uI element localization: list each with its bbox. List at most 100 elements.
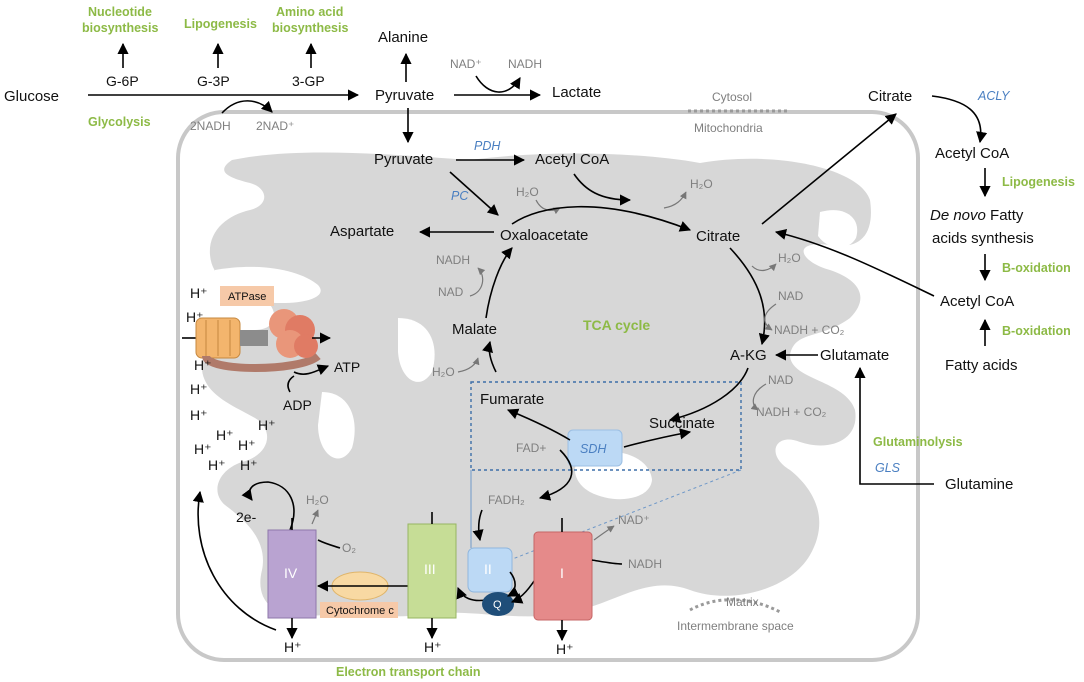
de-novo-fatty-acids: De novo Fatty (930, 207, 1024, 224)
nadh-lactate: NADH (508, 57, 542, 71)
h-plus-free-6: H⁺ (238, 437, 256, 453)
h-plus-free-5: H⁺ (216, 427, 234, 443)
two-electrons: 2e- (236, 509, 257, 525)
glucose: Glucose (4, 88, 59, 105)
lipogenesis-lipid-label: Lipogenesis (1002, 175, 1075, 189)
sdh-enzyme: SDH (580, 442, 607, 456)
gls-enzyme: GLS (875, 461, 901, 475)
3gp: 3-GP (292, 73, 325, 89)
nucleotide-biosynthesis-label-2: biosynthesis (82, 21, 158, 35)
h-plus-free-3: H⁺ (190, 407, 208, 423)
amino-acid-biosynthesis-label-2: biosynthesis (272, 21, 348, 35)
acetyl-coa-cytosol-1: Acetyl CoA (935, 145, 1009, 162)
etc-label: Electron transport chain (336, 665, 480, 679)
h-plus-complex-iv: H⁺ (284, 639, 302, 655)
h2o-aconitase: H₂O (778, 251, 801, 265)
2nad-plus-label: 2NAD⁺ (256, 119, 294, 133)
cytochrome-c-label: Cytochrome c (326, 605, 394, 617)
h-plus-atpase-top: H⁺ (190, 285, 208, 301)
h-plus-free-4: H⁺ (258, 417, 276, 433)
matrix-boundary-dots (689, 598, 781, 614)
atp-synthase (195, 309, 321, 372)
h2o-etc: H₂O (306, 493, 329, 507)
oxaloacetate: Oxaloacetate (500, 227, 588, 244)
h2o-acetyl: H₂O (516, 185, 539, 199)
cytochrome-c-label-box (320, 602, 398, 618)
citrate-cytosol: Citrate (868, 88, 912, 105)
atpase-label-box (220, 286, 274, 306)
nadh-etc: NADH (628, 557, 662, 571)
complex-iii-label: III (424, 561, 436, 577)
nucleotide-biosynthesis-label: Nucleotide (88, 5, 152, 19)
de-novo-fatty-acids-2: acids synthesis (932, 230, 1034, 247)
h-plus-free-8: H⁺ (208, 457, 226, 473)
complex-ii (467, 547, 513, 593)
complex-i-label: I (560, 565, 564, 581)
crista-inlet-5 (818, 210, 858, 248)
citrate-mito: Citrate (696, 228, 740, 245)
atp: ATP (334, 359, 360, 375)
nad-mdh: NAD (438, 285, 464, 299)
sdh-zoom-box (470, 381, 742, 471)
crista-inlet-3 (318, 392, 355, 459)
cytosol-label: Cytosol (712, 90, 752, 104)
lactate: Lactate (552, 84, 601, 101)
glycolysis-label: Glycolysis (88, 115, 151, 129)
b-oxidation-2: B-oxidation (1002, 324, 1071, 338)
nad-plus-etc: NAD⁺ (618, 513, 650, 527)
mitochondria-outer-membrane (176, 110, 920, 662)
pyruvate-cytosol: Pyruvate (375, 87, 434, 104)
nadh-co2-akgdh: NADH + CO₂ (756, 405, 827, 419)
complex-iv-label: IV (284, 565, 298, 581)
intermembrane-label: Intermembrane space (677, 619, 794, 633)
h2o-citrate: H₂O (690, 177, 713, 191)
sdh-box (567, 429, 623, 467)
acetyl-coa-cytosol-2: Acetyl CoA (940, 293, 1014, 310)
alanine: Alanine (378, 29, 428, 46)
succinate: Succinate (649, 415, 715, 432)
g6p: G-6P (106, 73, 139, 89)
h-plus-free-1: H⁺ (194, 357, 212, 373)
acly-enzyme: ACLY (977, 89, 1011, 103)
fumarate: Fumarate (480, 391, 544, 408)
h-plus-free-7: H⁺ (194, 441, 212, 457)
lipogenesis-glyco-label: Lipogenesis (184, 17, 257, 31)
h-plus-free-9: H⁺ (240, 457, 258, 473)
h-plus-free-2: H⁺ (190, 381, 208, 397)
o2-etc: O₂ (342, 541, 356, 555)
atpase-label: ATPase (228, 291, 266, 303)
h-plus-complex-iii: H⁺ (424, 639, 442, 655)
fatty-acids: Fatty acids (945, 357, 1018, 374)
nad-plus-lactate: NAD⁺ (450, 57, 482, 71)
pc-enzyme: PC (451, 189, 469, 203)
fadh2: FADH₂ (488, 493, 525, 507)
pyruvate-mito: Pyruvate (374, 151, 433, 168)
mitochondria-label: Mitochondria (694, 121, 763, 135)
akg: A-KG (730, 347, 767, 364)
tca-cycle-label: TCA cycle (583, 317, 650, 333)
h2o-fumarase: H₂O (432, 365, 455, 379)
glutaminolysis-label: Glutaminolysis (873, 435, 963, 449)
nad-akgdh: NAD (768, 373, 794, 387)
glutamine: Glutamine (945, 476, 1013, 493)
g3p: G-3P (197, 73, 230, 89)
complex-ii-label: II (484, 561, 492, 577)
fad-plus: FAD+ (516, 441, 546, 455)
b-oxidation-1: B-oxidation (1002, 261, 1071, 275)
complex-iv (267, 529, 317, 619)
malate: Malate (452, 321, 497, 338)
acetyl-coa-mito: Acetyl CoA (535, 151, 609, 168)
aspartate: Aspartate (330, 223, 394, 240)
nad-idh: NAD (778, 289, 804, 303)
h-plus-complex-i: H⁺ (556, 641, 574, 657)
quinone (482, 592, 514, 616)
matrix-label: Matrix (726, 595, 759, 609)
complex-i (533, 531, 593, 621)
2nadh-label: 2NADH (190, 119, 231, 133)
glutamate: Glutamate (820, 347, 889, 364)
crista-inlet-2 (398, 318, 435, 382)
adp: ADP (283, 397, 312, 413)
amino-acid-biosynthesis-label: Amino acid (276, 5, 343, 19)
nadh-co2-idh: NADH + CO₂ (774, 323, 845, 337)
